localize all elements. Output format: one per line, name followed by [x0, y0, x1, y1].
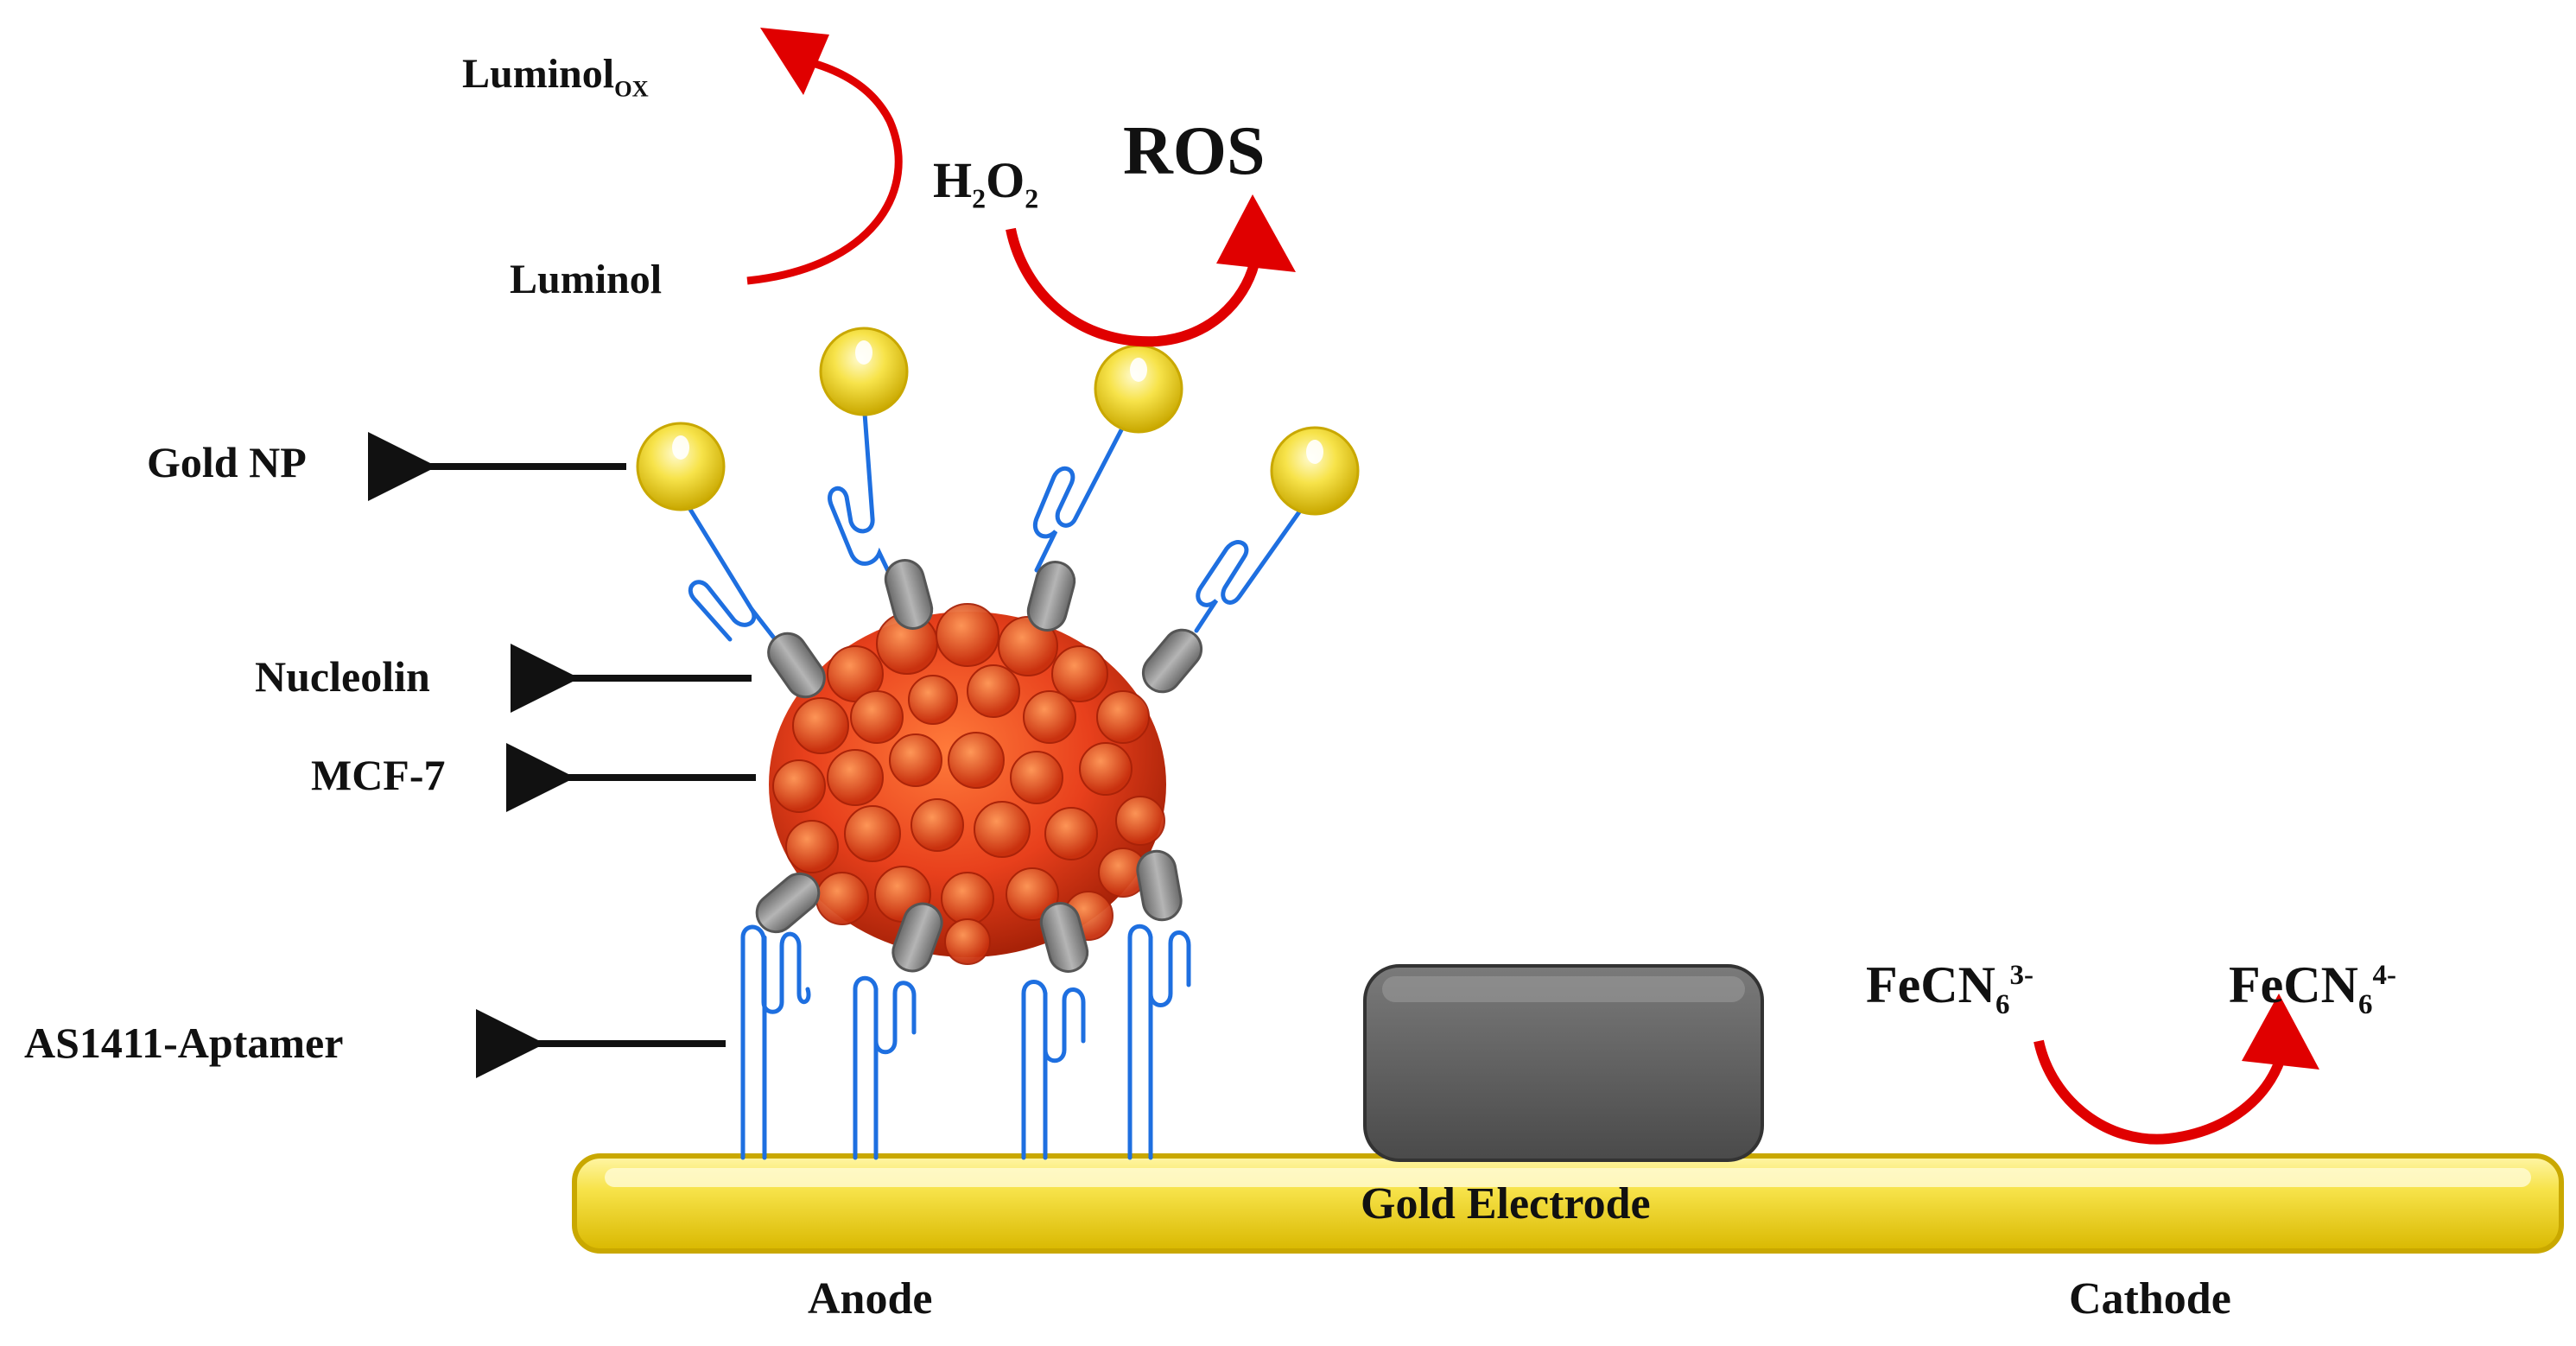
luminol-label: Luminol	[510, 257, 663, 302]
fecn-arrow	[2034, 994, 2319, 1145]
electrode-block	[1363, 964, 1764, 1162]
aptamer-label: AS1411-Aptamer	[24, 1019, 344, 1067]
nucleolin-proteins	[755, 559, 1203, 973]
cathode-label: Cathode	[2069, 1274, 2231, 1324]
bottom-aptamers	[740, 924, 1191, 1160]
ros-arrow	[1006, 194, 1296, 347]
fecn-3-label: FeCN63-	[1866, 956, 2034, 1020]
ros-label: ROS	[1123, 113, 1266, 189]
h2o2-label: H2O2	[933, 152, 1039, 214]
mcf7-cell	[769, 603, 1166, 965]
luminol-ox-label: LuminolOX	[462, 51, 649, 102]
mcf7-label: MCF-7	[311, 751, 446, 799]
gold-nanoparticles	[636, 327, 1360, 516]
anode-label: Anode	[808, 1274, 933, 1324]
gold-np-label: Gold NP	[147, 438, 307, 486]
electrode-label: Gold Electrode	[1361, 1179, 1651, 1229]
fecn-4-label: FeCN64-	[2229, 956, 2396, 1020]
pointer-arrows	[368, 432, 756, 1078]
nucleolin-label: Nucleolin	[255, 652, 430, 701]
luminol-arrow	[746, 28, 903, 285]
top-aptamers	[680, 399, 1316, 651]
